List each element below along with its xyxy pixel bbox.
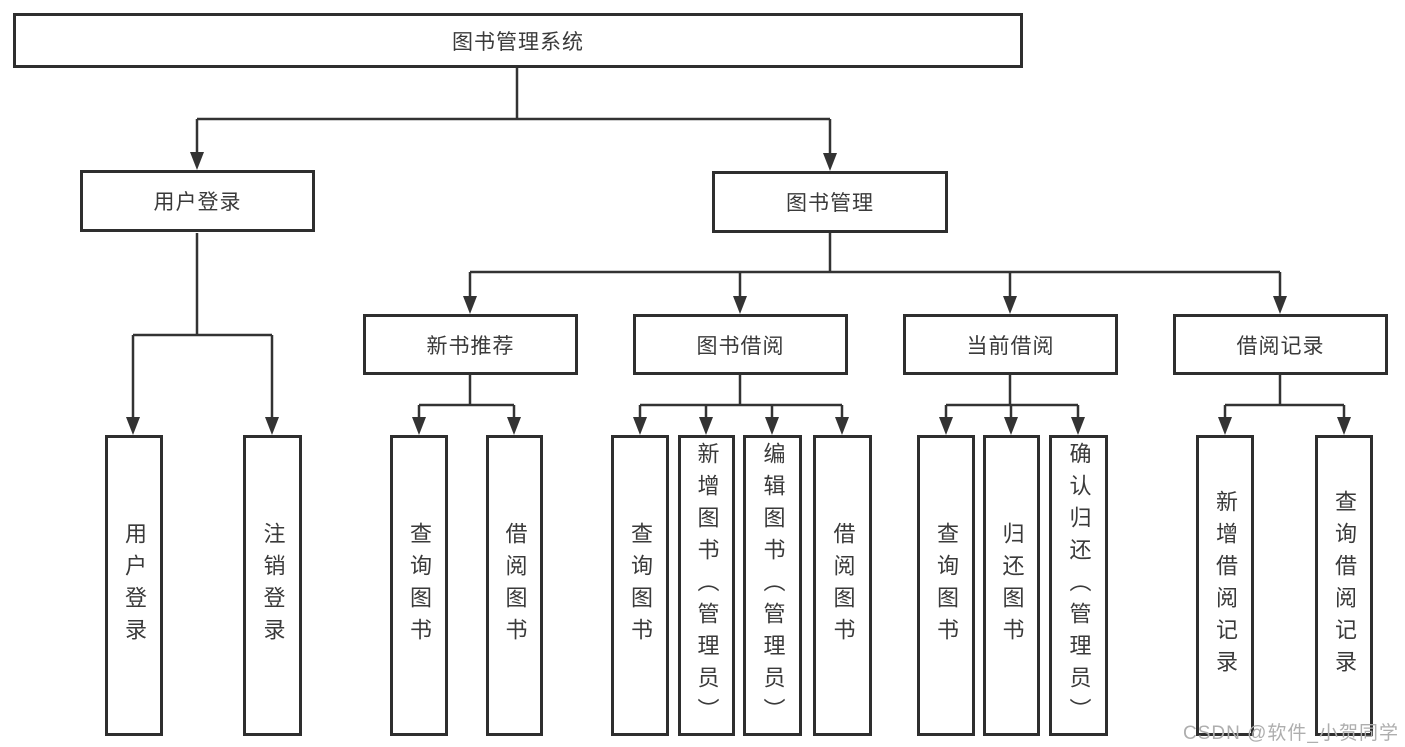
node-label: 归还图书 [999, 521, 1025, 650]
connector-current-borrowing-to-leaves [939, 375, 1085, 435]
node-confirm-return-admin: 确认归还（管理员） [1049, 435, 1108, 736]
connector-user-login-to-leaves [126, 233, 279, 435]
node-edit-books-admin: 编辑图书（管理员） [743, 435, 802, 736]
connector-book-management-to-groups [463, 233, 1287, 314]
node-new-book-recommend: 新书推荐 [363, 314, 578, 375]
node-label: 图书管理 [786, 192, 874, 215]
node-label: 图书管理系统 [452, 30, 584, 54]
node-label: 查询图书 [628, 521, 653, 650]
node-label: 新增图书（管理员） [694, 441, 720, 730]
node-add-borrow-record: 新增借阅记录 [1196, 435, 1254, 736]
node-label: 用户登录 [153, 191, 242, 214]
node-query-books-current: 查询图书 [917, 435, 975, 736]
connector-book-borrowing-to-leaves [633, 375, 849, 435]
connector-new-book-recommend-to-leaves [412, 375, 521, 435]
node-logout-leaf: 注销登录 [243, 435, 302, 736]
node-label: 新增借阅记录 [1213, 489, 1238, 682]
node-user-login: 用户登录 [80, 170, 315, 232]
node-query-books-borrowing: 查询图书 [611, 435, 669, 736]
watermark: CSDN @软件_小贺同学 [1183, 723, 1399, 744]
node-label: 借阅记录 [1236, 334, 1325, 358]
node-label: 新书推荐 [426, 334, 515, 358]
node-borrow-books-recommend: 借阅图书 [486, 435, 543, 736]
node-query-borrow-record: 查询借阅记录 [1315, 435, 1373, 736]
node-current-borrowing: 当前借阅 [903, 314, 1118, 375]
node-borrow-records: 借阅记录 [1173, 314, 1388, 375]
node-label: 编辑图书（管理员） [760, 441, 786, 730]
connector-root-to-branches [190, 68, 837, 171]
node-label: 图书借阅 [696, 334, 785, 358]
node-label: 查询图书 [934, 521, 959, 650]
node-query-books-recommend: 查询图书 [390, 435, 448, 736]
node-label: 当前借阅 [966, 334, 1055, 358]
node-add-books-admin: 新增图书（管理员） [678, 435, 735, 736]
node-label: 查询图书 [407, 521, 432, 650]
node-borrow-books-borrowing: 借阅图书 [813, 435, 872, 736]
node-label: 用户登录 [122, 521, 147, 650]
node-label: 查询借阅记录 [1332, 489, 1357, 682]
node-book-borrowing: 图书借阅 [633, 314, 848, 375]
node-label: 借阅图书 [502, 521, 528, 650]
node-user-login-leaf: 用户登录 [105, 435, 163, 736]
node-label: 注销登录 [260, 521, 286, 650]
node-label: 借阅图书 [830, 521, 856, 650]
node-book-management: 图书管理 [712, 171, 948, 233]
node-label: 确认归还（管理员） [1066, 441, 1092, 730]
connector-borrow-records-to-leaves [1218, 375, 1351, 435]
node-library-management-system: 图书管理系统 [13, 13, 1023, 68]
node-return-books: 归还图书 [983, 435, 1040, 736]
